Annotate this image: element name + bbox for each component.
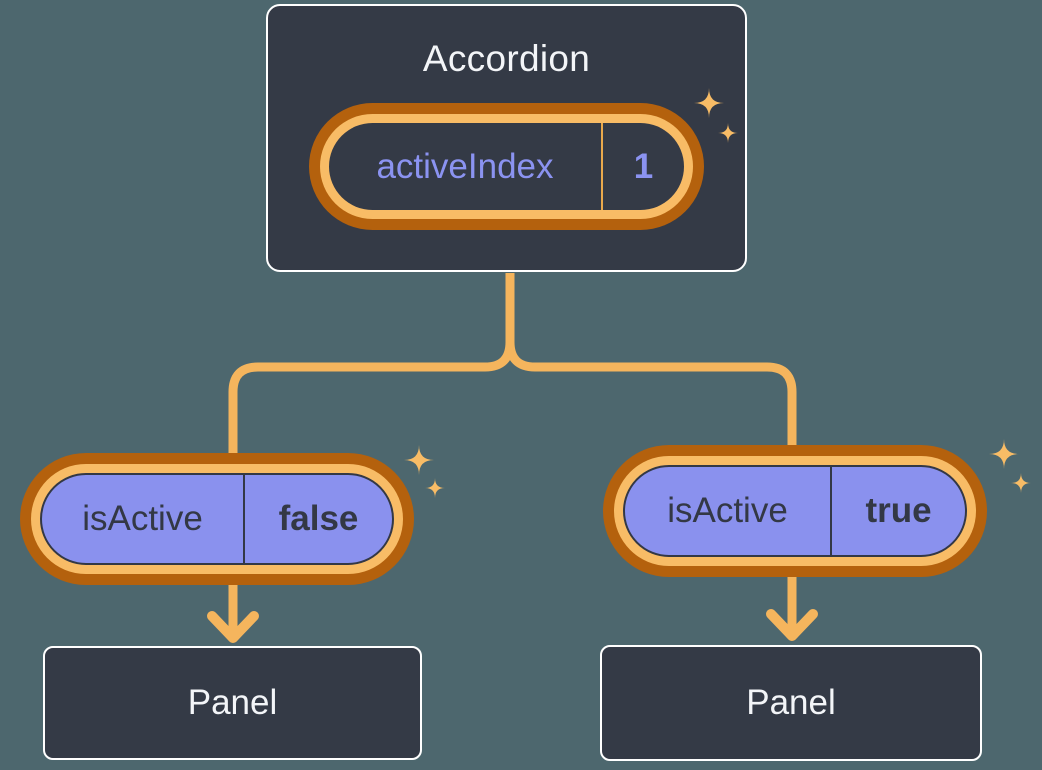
sparkle-icon [404,445,434,475]
sparkle-icon [989,439,1019,469]
component-title: Panel [746,683,836,722]
state-pill-ring: activeIndex 1 [320,114,693,219]
arrowhead-down-icon [766,609,818,641]
state-value: true [865,491,932,530]
state-pill-core: isActive false [40,473,394,565]
state-value: false [278,499,359,538]
state-pill-divider [601,123,603,210]
state-name: activeIndex [376,146,554,186]
panel-component-box-left: Panel [43,646,422,760]
state-pill-ring: isActive false [31,464,403,574]
component-title: Accordion [422,38,591,79]
state-pill-core: activeIndex 1 [329,123,684,210]
state-pill-divider [830,467,832,555]
sparkle-icon [1011,473,1031,493]
state-pill-active-index: activeIndex 1 [309,103,704,230]
state-pill-is-active-right: isActive true [603,445,987,577]
sparkle-icon [425,478,445,498]
state-pill-ring: isActive true [614,456,976,566]
state-pill-is-active-left: isActive false [20,453,414,585]
state-name: isActive [82,499,203,538]
arrowhead-down-icon [207,611,259,643]
panel-component-box-right: Panel [600,645,982,761]
component-title: Panel [187,683,278,722]
state-name: isActive [667,491,788,530]
state-pill-core: isActive true [623,465,967,557]
state-value: 1 [633,146,654,186]
